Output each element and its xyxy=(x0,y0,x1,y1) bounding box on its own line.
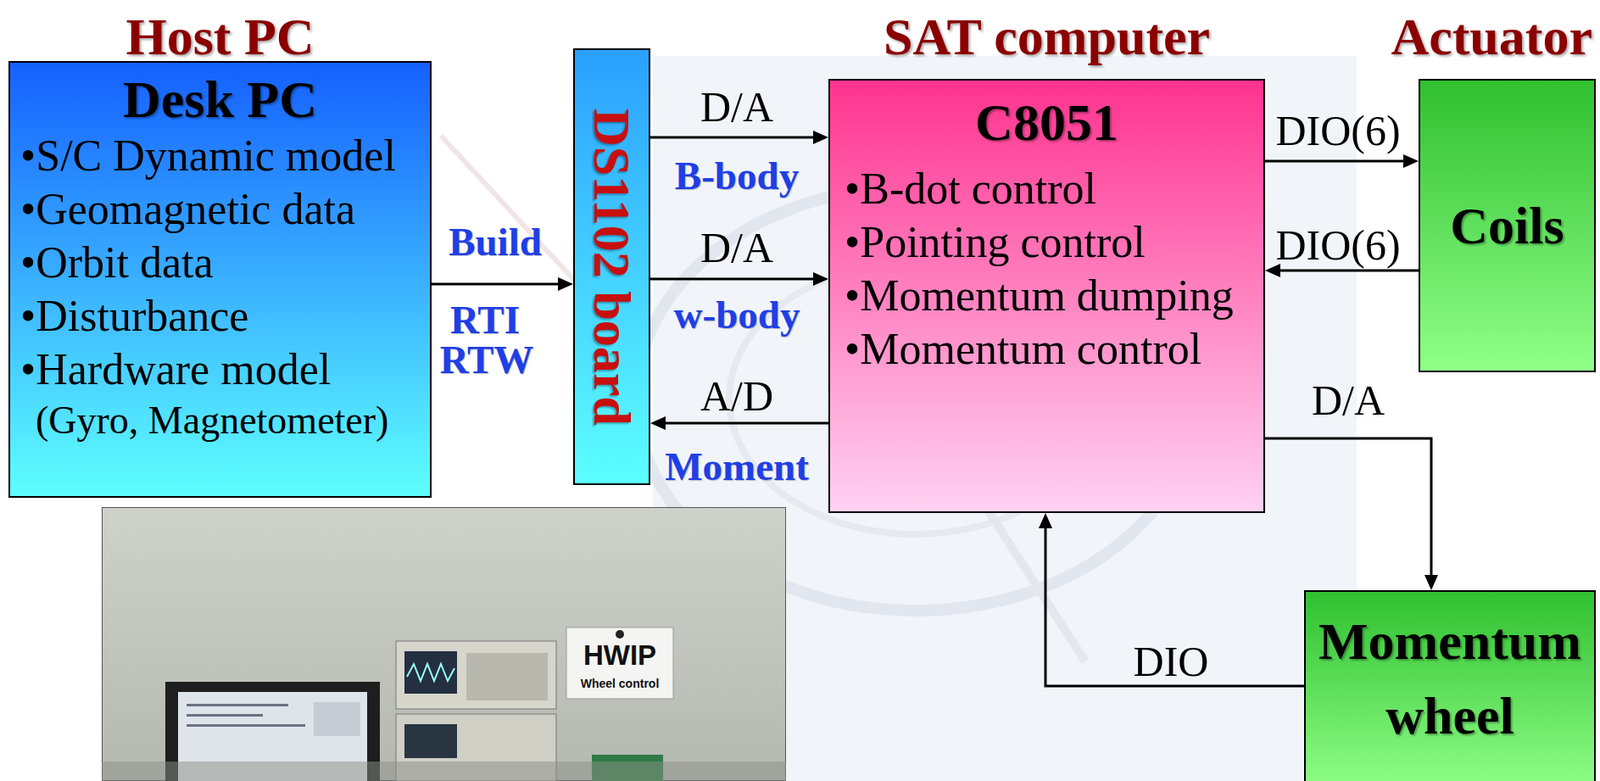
bullet-item: •Momentum control xyxy=(844,322,1249,376)
host-pc-box: Host PCDesk PC•S/C Dynamic model•Geomagn… xyxy=(8,61,432,498)
box-title: Momentum wheel xyxy=(1312,603,1588,753)
oscilloscope xyxy=(395,641,557,709)
signal-label: DIO(6) xyxy=(1275,109,1400,152)
signal-label: DIO xyxy=(1133,640,1210,683)
arrow-head xyxy=(1403,154,1419,168)
group-heading: SAT computer xyxy=(883,7,1210,66)
signal-arrow xyxy=(1038,512,1305,686)
actuator-box: ActuatorCoils xyxy=(1418,78,1596,373)
signal-label: A/D xyxy=(700,374,774,418)
screen-window xyxy=(313,702,361,736)
signal-label: D/A xyxy=(700,85,774,129)
signal-line xyxy=(650,136,814,140)
signal-label: Build xyxy=(448,222,542,263)
box-title: Coils xyxy=(1449,195,1564,256)
bullet-item: •Orbit data xyxy=(20,235,420,290)
table xyxy=(101,761,787,781)
bullet-item: •Disturbance xyxy=(20,289,420,343)
sign-text: HWIP xyxy=(583,641,657,669)
arrow-head xyxy=(813,272,829,286)
signal-label: D/A xyxy=(1311,379,1385,422)
lab-photo xyxy=(101,507,787,781)
instrument-screen xyxy=(404,724,458,759)
signal-line xyxy=(1265,160,1404,163)
bullet-item: •B-dot control xyxy=(844,161,1249,216)
bullet-item: •Pointing control xyxy=(844,215,1249,269)
signal-arrow xyxy=(650,416,829,430)
screen-line xyxy=(186,724,306,727)
group-heading: Host PC xyxy=(125,7,314,66)
sat-computer-box: SAT computerC8051•B-dot control•Pointing… xyxy=(828,78,1266,513)
scope-screen xyxy=(404,651,458,694)
signal-name: w-body xyxy=(674,295,801,335)
bullet-item: •S/C Dynamic model xyxy=(20,128,420,183)
sign-text: Wheel control xyxy=(580,677,660,690)
actuator-box: Momentum wheel xyxy=(1304,590,1596,781)
signal-name: RTW xyxy=(440,340,535,380)
signal-line xyxy=(431,283,558,286)
signal-arrow xyxy=(1265,154,1419,168)
box-title: C8051 xyxy=(844,92,1249,152)
bullet-item: •Hardware model xyxy=(20,342,420,396)
arrow-head xyxy=(1424,574,1439,591)
signal-label: DIO(6) xyxy=(1275,223,1400,267)
bullet-item: •Momentum dumping xyxy=(844,268,1249,323)
signal-arrow xyxy=(431,277,574,291)
board-box: DS1102 board xyxy=(573,48,651,486)
scope-buttons xyxy=(466,652,548,701)
signal-arrow xyxy=(1265,438,1439,591)
signal-line xyxy=(650,278,814,281)
signal-label: D/A xyxy=(700,226,774,269)
signal-line xyxy=(665,422,829,425)
sign-card xyxy=(566,627,674,699)
signal-arrow xyxy=(650,130,829,145)
box-title: DS1102 board xyxy=(585,108,639,426)
signal-name: RTI xyxy=(450,300,520,341)
scope-wave xyxy=(406,663,455,681)
bullet-note: (Gyro, Magnetometer) xyxy=(20,395,420,446)
sign-pin xyxy=(615,629,625,639)
signal-arrow xyxy=(650,272,829,286)
signal-line xyxy=(1280,269,1419,273)
signal-line xyxy=(1265,438,1432,575)
bullet-item: •Geomagnetic data xyxy=(20,182,420,236)
photo-frame xyxy=(101,507,787,781)
signal-name: Moment xyxy=(664,446,809,487)
arrow-head xyxy=(1038,512,1053,529)
arrow-head xyxy=(650,416,666,430)
signal-line xyxy=(1045,528,1305,686)
screen-line xyxy=(186,703,289,707)
screen-line xyxy=(186,713,263,717)
group-heading: Actuator xyxy=(1390,7,1593,66)
signal-name: B-body xyxy=(674,156,799,196)
box-title: Desk PC xyxy=(20,69,420,129)
arrow-head xyxy=(813,130,829,145)
arrow-head xyxy=(557,277,574,291)
